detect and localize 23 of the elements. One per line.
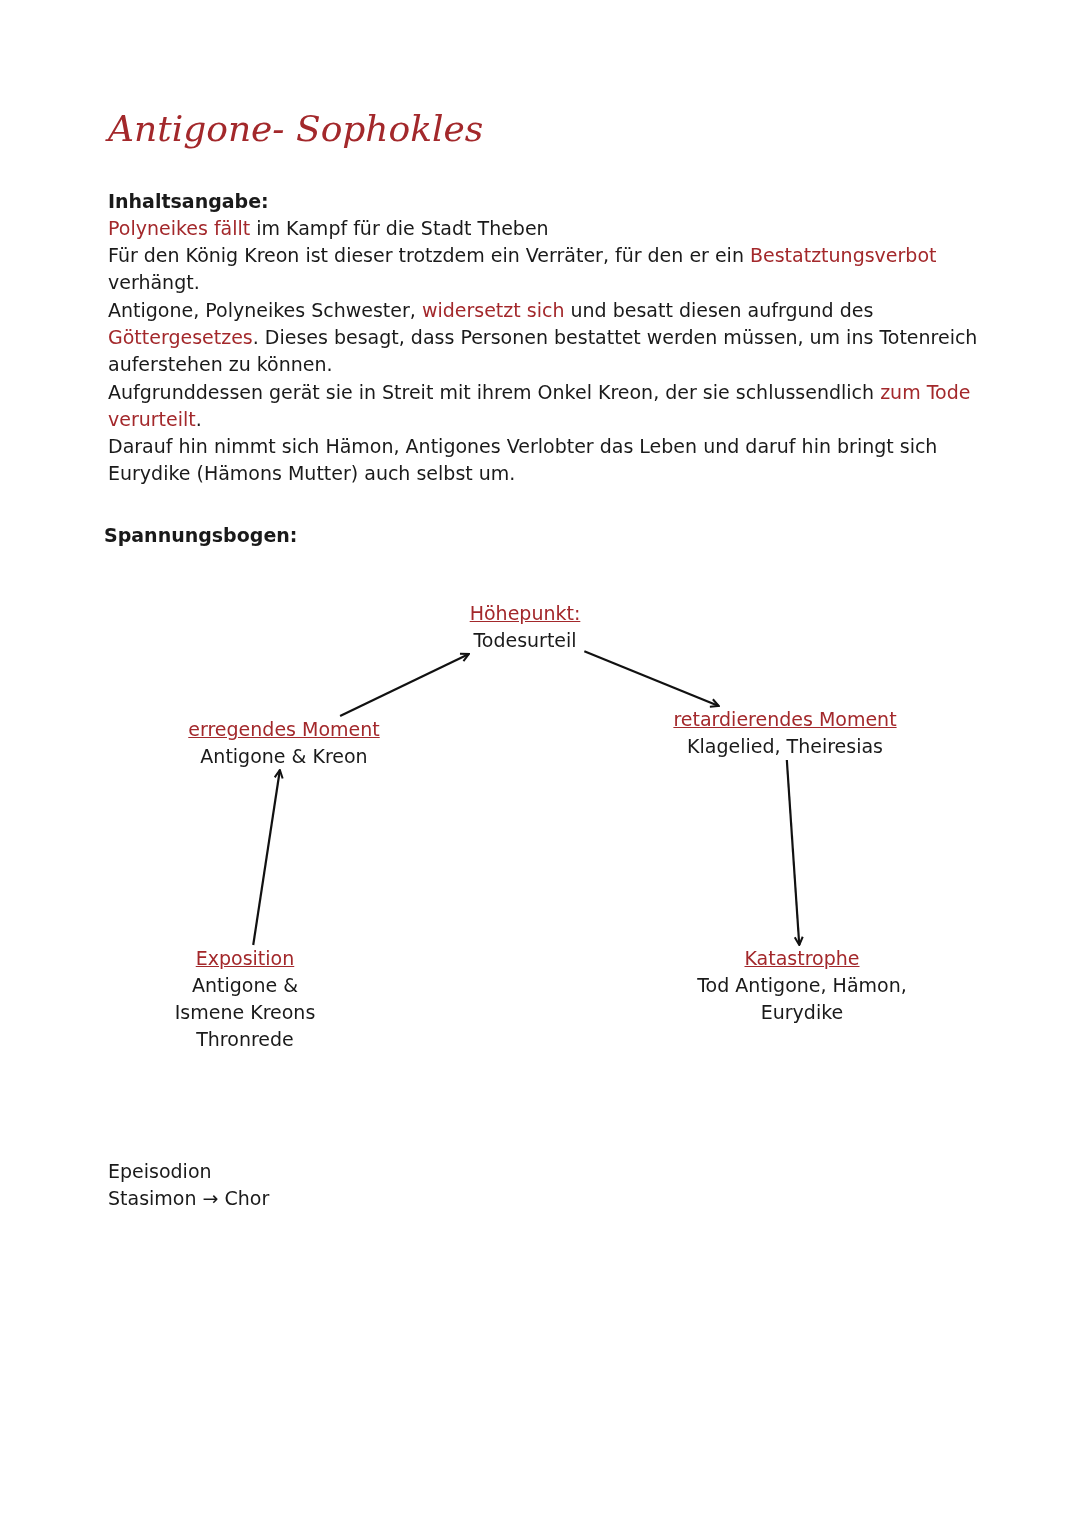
stage-description: Antigone & Ismene Kreons Thronrede xyxy=(173,973,317,1052)
arrow xyxy=(339,652,470,717)
note-text: Epeisodion xyxy=(108,1159,213,1184)
summary-paragraph: Antigone, Polyneikes Schwester, widersetzt sich und besatt diesen aufrgund des Göttergesetzes. Dieses besagt, dass Personen bestattet werden müssen, um ins Totenreich auferstehen zu können. xyxy=(108,298,979,377)
arrow xyxy=(583,650,720,708)
summary-paragraph: Für den König Kreon ist dieser trotzdem ein Verräter, für den er ein Bestatztungsverbot verhängt. xyxy=(108,243,938,295)
summary-paragraph: Aufgrunddessen gerät sie in Streit mit ihrem Onkel Kreon, der sie schlussendlich zum Tode verurteilt. xyxy=(108,380,972,432)
section-heading: Spannungsbogen: xyxy=(104,523,299,548)
stage-heading: erregendes Moment xyxy=(188,717,380,742)
stage-description: Klagelied, Theiresias xyxy=(686,734,884,759)
stage-description: Todesurteil xyxy=(472,628,578,653)
section-heading: Inhaltsangabe: xyxy=(108,189,270,214)
stage-description: Tod Antigone, Hämon, Eurydike xyxy=(696,973,908,1025)
stage-heading: Höhepunkt: xyxy=(469,601,581,626)
stage-heading: Katastrophe xyxy=(743,946,861,971)
summary-paragraph: Polyneikes fällt im Kampf für die Stadt Theben xyxy=(108,216,550,241)
stage-description: Antigone & Kreon xyxy=(199,744,369,769)
stage-heading: Exposition xyxy=(194,946,296,971)
summary-paragraph: Darauf hin nimmt sich Hämon, Antigones Verlobter das Leben und daruf hin bringt sich Eurydike (Hämons Mutter) auch selbst um. xyxy=(108,434,939,486)
arrow xyxy=(785,759,804,946)
arrow xyxy=(252,769,284,946)
stage-heading: retardierendes Moment xyxy=(673,707,897,732)
note-text: Stasimon → Chor xyxy=(108,1186,271,1211)
